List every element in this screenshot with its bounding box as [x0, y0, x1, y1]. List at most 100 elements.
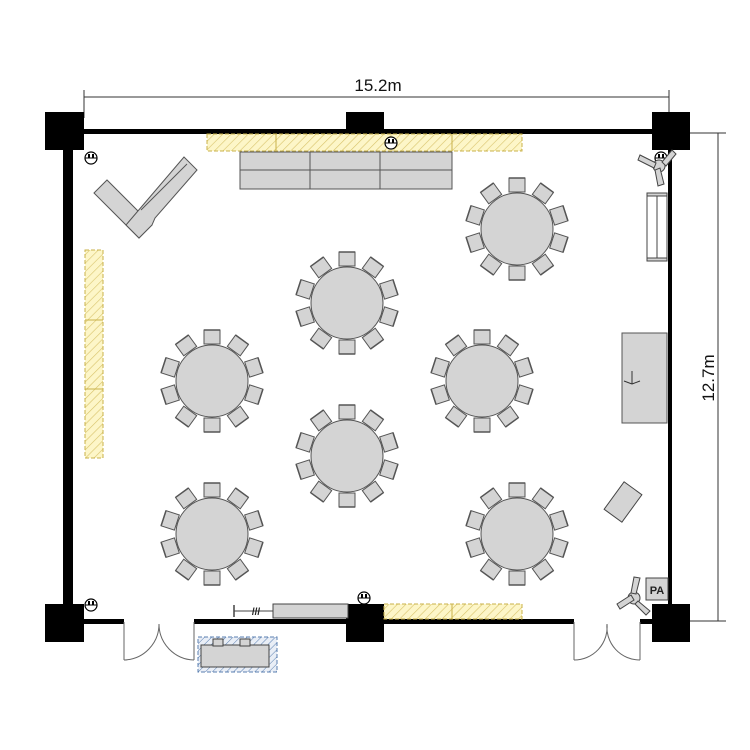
chair-back [235, 487, 249, 499]
round-table [160, 482, 264, 586]
chair-back [160, 357, 167, 374]
column-bottom-left [45, 604, 84, 642]
monitor-box [603, 481, 643, 523]
outlet-icon [357, 591, 371, 605]
chair-back [445, 334, 459, 346]
chair-back [480, 569, 494, 581]
outlet-icon [384, 136, 398, 150]
chair [338, 339, 356, 355]
table-top [480, 192, 554, 266]
speaker-bottom-right [616, 576, 651, 616]
column-bottom-right [652, 604, 690, 642]
chair [203, 482, 221, 498]
chair-back [562, 510, 569, 527]
chair-back [370, 256, 384, 268]
outlet-icon [84, 598, 98, 612]
chair-back [310, 491, 324, 503]
chair [473, 417, 491, 433]
chair-back [370, 491, 384, 503]
chair-back [540, 264, 554, 276]
width-dimension: 15.2m [83, 76, 670, 118]
door-left[interactable] [123, 622, 195, 661]
chair-back [257, 510, 264, 527]
chair-back [310, 256, 324, 268]
chair-back [257, 388, 264, 405]
chair-back [540, 182, 554, 194]
table-top [175, 344, 249, 418]
chair [338, 251, 356, 267]
chair [203, 570, 221, 586]
chair [508, 482, 526, 498]
columns [45, 112, 690, 642]
chair-back [527, 388, 534, 405]
chair-back [160, 510, 167, 527]
chair-back [295, 310, 302, 327]
chair-back [505, 416, 519, 428]
chair-back [392, 279, 399, 296]
round-table [430, 329, 534, 433]
chair-back [235, 334, 249, 346]
chair-back [465, 510, 472, 527]
round-table [160, 329, 264, 433]
chair-back [310, 409, 324, 421]
chair-back [562, 541, 569, 558]
table-top [175, 497, 249, 571]
microphone-icon [623, 371, 641, 385]
chair-back [295, 463, 302, 480]
chair [203, 329, 221, 345]
chair-back [160, 388, 167, 405]
chair-back [257, 541, 264, 558]
chair-back [310, 338, 324, 350]
svg-text:///: /// [252, 607, 261, 618]
table-top [310, 266, 384, 340]
chair-back [430, 357, 437, 374]
chair-back [465, 205, 472, 222]
round-tables [160, 177, 569, 586]
pa-label: PA [650, 585, 665, 597]
column-top-left [45, 112, 84, 150]
chair-back [540, 487, 554, 499]
chair-back [392, 432, 399, 449]
door-right[interactable] [573, 622, 641, 661]
bench: /// [233, 603, 349, 619]
chair [508, 177, 526, 193]
chair [338, 492, 356, 508]
chair-back [257, 357, 264, 374]
hatched-zones [84, 133, 523, 620]
chair-back [175, 334, 189, 346]
podium [621, 332, 668, 424]
outlet-icon [84, 151, 98, 165]
chair-back [430, 388, 437, 405]
column-top-right [652, 112, 690, 150]
round-table [465, 482, 569, 586]
chair-back [160, 541, 167, 558]
table-top [480, 497, 554, 571]
sofa-row [239, 151, 453, 190]
round-table [465, 177, 569, 281]
chair [508, 570, 526, 586]
chair-back [540, 569, 554, 581]
chair-back [465, 236, 472, 253]
chair-back [480, 264, 494, 276]
chair-back [235, 569, 249, 581]
table-top [445, 344, 519, 418]
chair-back [392, 310, 399, 327]
speaker-top-right [637, 149, 677, 187]
round-table [295, 251, 399, 355]
l-sofa [93, 156, 198, 239]
chair-back [175, 416, 189, 428]
chair [203, 417, 221, 433]
chair-back [295, 432, 302, 449]
chair-back [175, 487, 189, 499]
chair-back [175, 569, 189, 581]
width-label: 15.2m [354, 76, 401, 95]
chair-back [370, 338, 384, 350]
outlets [84, 136, 668, 612]
chair [473, 329, 491, 345]
pa-box: PA [645, 577, 669, 601]
chair [338, 404, 356, 420]
chair-back [527, 357, 534, 374]
chair-back [505, 334, 519, 346]
height-dimension: 12.7m [690, 132, 726, 622]
